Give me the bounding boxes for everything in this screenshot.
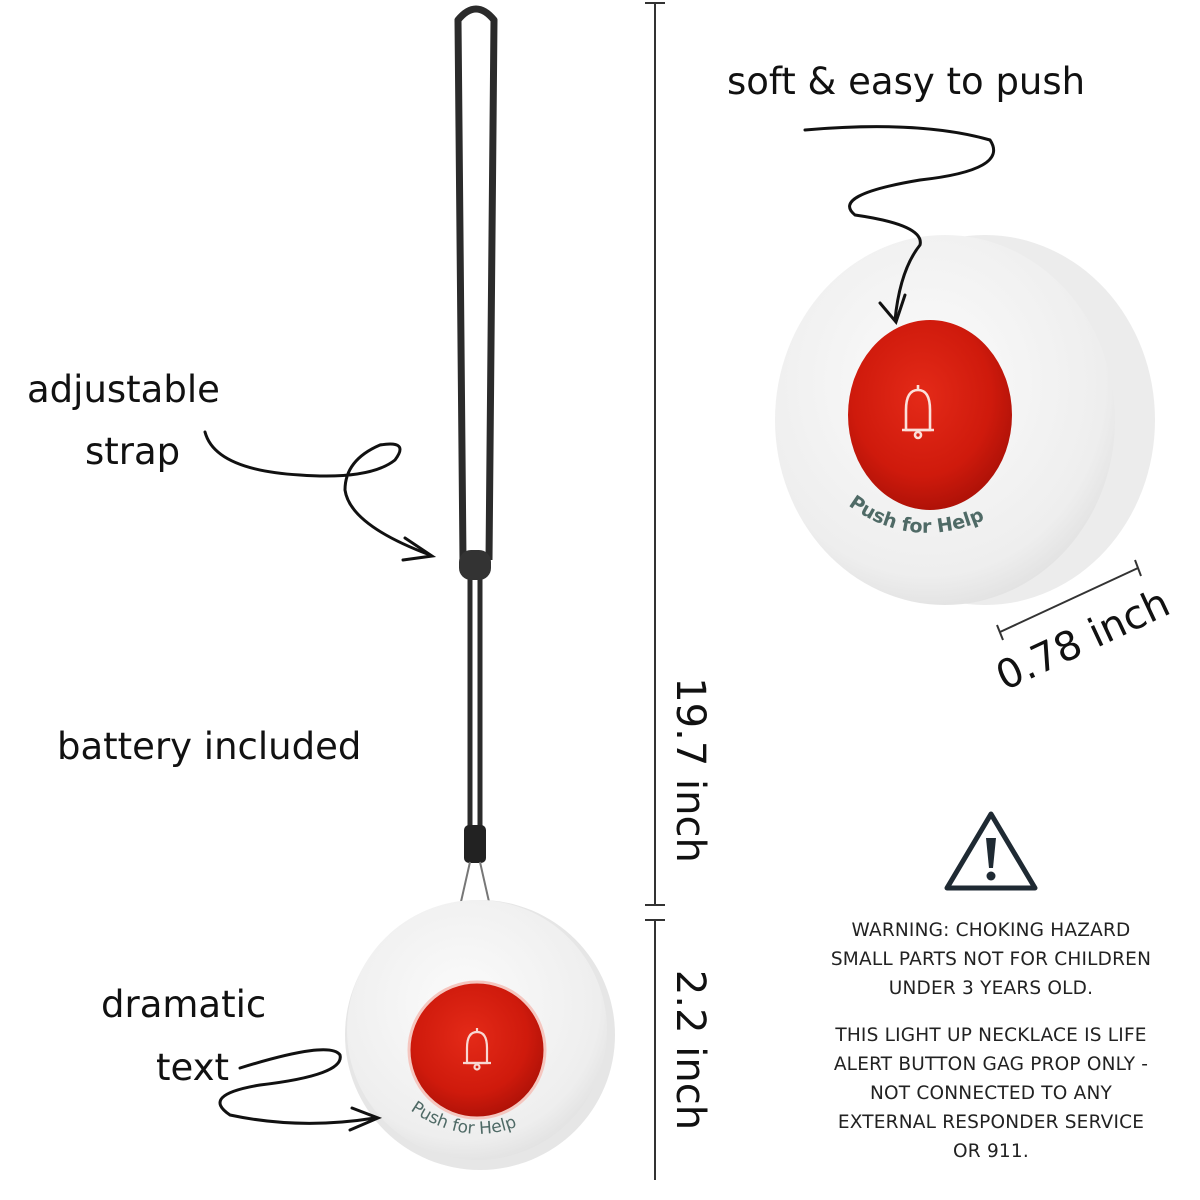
warning-line: ALERT BUTTON GAG PROP ONLY -	[833, 1054, 1149, 1075]
annotation-arrows	[203, 125, 996, 1132]
label-soft-easy-push: soft & easy to push	[727, 60, 1086, 103]
strap-adjuster	[459, 550, 491, 580]
strap	[454, 5, 498, 916]
warning-block-1: WARNING: CHOKING HAZARD SMALL PARTS NOT …	[791, 916, 1191, 1003]
warning-line: SMALL PARTS NOT FOR CHILDREN	[830, 949, 1152, 970]
warning-line: OR 911.	[953, 1141, 1029, 1162]
arrow-strap	[203, 430, 432, 557]
dimension-button-diameter: 2.2 inch	[667, 969, 713, 1131]
warning-block-2: THIS LIGHT UP NECKLACE IS LIFE ALERT BUT…	[791, 1021, 1191, 1166]
warning-line: WARNING: CHOKING HAZARD	[851, 920, 1131, 941]
warning-line: THIS LIGHT UP NECKLACE IS LIFE	[835, 1025, 1147, 1046]
arrow-soft-push	[803, 125, 996, 322]
label-adjustable: adjustable	[27, 368, 220, 411]
label-dramatic: dramatic	[101, 983, 267, 1026]
bell-icon	[902, 385, 934, 440]
warning-line: NOT CONNECTED TO ANY	[870, 1083, 1112, 1104]
arrow-dramatic	[218, 1048, 377, 1125]
bell-icon	[463, 1028, 491, 1071]
dimension-lines	[645, 2, 1142, 1180]
dimension-strap-length: 19.7 inch	[667, 677, 713, 863]
strap-end-cap	[464, 825, 486, 863]
label-text: text	[156, 1046, 230, 1089]
pendant-button-front: Push for Help	[345, 900, 615, 1170]
warning-line: UNDER 3 YEARS OLD.	[888, 978, 1094, 999]
warning-triangle-icon	[944, 811, 1038, 891]
label-strap: strap	[85, 430, 181, 473]
warning-line: EXTERNAL RESPONDER SERVICE	[837, 1112, 1145, 1133]
pendant-button-angled: Push for Help	[775, 235, 1155, 605]
label-battery-included: battery included	[57, 725, 362, 768]
